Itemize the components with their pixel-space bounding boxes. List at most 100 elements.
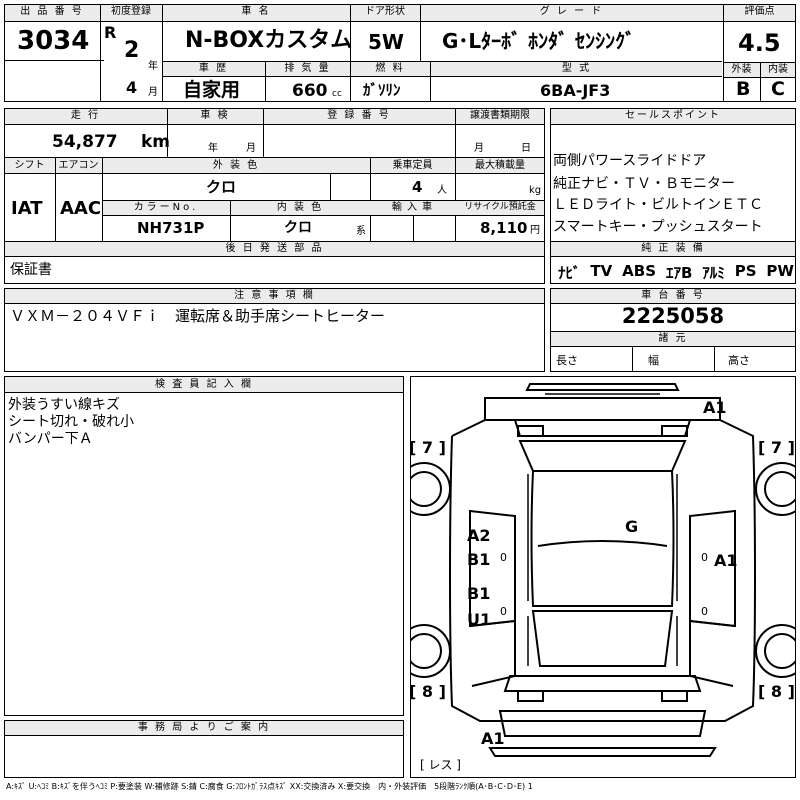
equipment-item: PW — [766, 262, 794, 280]
inspector-note: バンパー下Ａ — [8, 431, 93, 447]
equipment-item: TV — [590, 262, 613, 280]
wheel-rear-right — [755, 624, 796, 678]
door-handle-mark: 0 — [701, 551, 708, 564]
mileage: 54,877 — [52, 132, 118, 152]
displacement-unit: cc — [332, 89, 342, 99]
chassis-number: 2225058 — [621, 304, 725, 328]
score-label: 評価点 — [744, 6, 775, 17]
lot-label: 出 品 番 号 — [20, 6, 84, 17]
exterior-grade: B — [736, 78, 751, 100]
reg-month: 4 — [126, 78, 138, 97]
reg-year: 2 — [124, 38, 140, 63]
chassis-block — [550, 288, 796, 372]
recycle-amount: 8,110 — [480, 219, 528, 237]
chassis-label: 車 台 番 号 — [641, 290, 705, 301]
notes-text: ＶＸＭ－２０４ＶＦｉ 運転席＆助手席シートヒーター — [10, 307, 386, 325]
history: 自家用 — [183, 79, 241, 101]
exterior-label: 外装 — [731, 64, 752, 75]
inspection-year: 年 — [208, 143, 218, 154]
rear-damage-label: A1 — [481, 729, 505, 748]
sales-line: 両側パワースライドドア — [553, 153, 707, 169]
history-label: 車 歴 — [198, 63, 229, 74]
reg-no-label: 登 録 番 号 — [327, 110, 391, 121]
left-front-door-b1: B1 — [467, 550, 491, 569]
car-diagram-block — [410, 376, 796, 778]
int-color-label: 内 装 色 — [276, 202, 324, 213]
equipment-label: 純 正 装 備 — [641, 243, 705, 254]
height-label: 高さ — [728, 354, 750, 367]
equipment-item: ﾅﾋﾞ — [558, 264, 581, 282]
wheel-front-left — [410, 462, 451, 516]
details-block — [4, 108, 545, 284]
model-label: 型 式 — [561, 63, 592, 74]
wheel-rear-left — [410, 624, 451, 678]
car-diagram — [410, 383, 796, 757]
car-name-label: 車 名 — [241, 6, 271, 17]
max-load-label: 最大積載量 — [475, 160, 525, 171]
left-front-tire-label: [ 7 ] — [409, 438, 446, 457]
equipment-item: ABS — [622, 262, 657, 280]
right-rear-tire-label: [ 8 ] — [758, 682, 795, 701]
notes-label: 注 意 事 項 欄 — [234, 290, 315, 301]
equipment-item: PS — [734, 262, 757, 280]
sales-line: 純正ナビ・ＴＶ・Ｂモニター — [553, 176, 735, 192]
width-label: 幅 — [648, 354, 659, 367]
left-front-door-a2: A2 — [467, 526, 491, 545]
door-type: 5W — [368, 30, 404, 54]
year-unit: 年 — [148, 61, 158, 72]
inspector-note: 外装うすい線キズ — [8, 397, 120, 413]
mileage-label: 走 行 — [70, 110, 101, 121]
sales-point-block — [550, 108, 796, 284]
color-no: NH731P — [137, 219, 205, 237]
later-parts-label: 後 日 発 送 部 品 — [225, 243, 324, 254]
door-handle-mark: 0 — [500, 551, 507, 564]
int-color: クロ — [284, 220, 312, 236]
sales-point-label: セールスポイント — [625, 110, 721, 121]
ext-color-label: 外 装 色 — [212, 160, 260, 171]
displacement-label: 排 気 量 — [284, 63, 331, 74]
equipment-item: ｱﾙﾐ — [702, 264, 725, 282]
fuel: ｶﾞｿﾘﾝ — [363, 81, 401, 99]
capacity-label: 乗車定員 — [392, 160, 433, 171]
grade-label: グ レ ー ド — [539, 6, 604, 17]
left-rear-door-b1: B1 — [467, 584, 491, 603]
right-door-a1: A1 — [714, 551, 738, 570]
front-bumper-shape — [525, 383, 680, 391]
fuel-label: 燃 料 — [375, 63, 405, 74]
inspector-label: 検 査 員 記 入 欄 — [155, 379, 253, 390]
spare-tire-label: [ レス ] — [420, 758, 461, 772]
equipment-item: ｴｱB — [665, 264, 693, 282]
sales-line: ＬＥＤライト・ビルトインＥＴＣ — [553, 197, 763, 213]
specs-label: 諸 元 — [658, 333, 688, 344]
left-rear-tire-label: [ 8 ] — [409, 682, 446, 701]
capacity-unit: 人 — [437, 185, 447, 196]
header-label-row — [5, 5, 795, 21]
max-load-unit: kg — [529, 185, 542, 196]
length-label: 長さ — [556, 354, 578, 367]
door-label: ドア形状 — [365, 6, 405, 17]
lot-number: 3034 — [17, 26, 90, 56]
car-name: N-BOXカスタム — [185, 28, 353, 53]
first-reg-label: 初度登録 — [111, 6, 151, 17]
score: 4.5 — [738, 29, 781, 57]
equipment-list: ﾅﾋﾞ TV ABS ｴｱB ｱﾙﾐ PS PW — [558, 262, 794, 283]
capacity: 4 — [412, 178, 423, 196]
shift: IAT — [11, 198, 43, 219]
int-color-unit: 系 — [356, 226, 366, 237]
grade: G･Lﾀｰﾎﾞ ﾎﾝﾀﾞ ｾﾝｼﾝｸﾞ — [442, 29, 636, 53]
inspection-month: 月 — [246, 143, 256, 154]
transfer-month: 月 — [474, 143, 484, 154]
glass-damage-label: G — [625, 517, 639, 536]
ac: AAC — [60, 198, 102, 219]
inspector-note: シート切れ・破れ小 — [8, 414, 134, 430]
front-damage-label: A1 — [703, 398, 727, 417]
transfer-day: 日 — [521, 143, 531, 154]
inspector-block — [4, 376, 404, 716]
interior-label: 内装 — [768, 64, 788, 75]
door-handle-mark: 0 — [500, 605, 507, 618]
later-parts: 保証書 — [10, 262, 52, 278]
transfer-label: 譲渡書類期限 — [470, 110, 530, 121]
notes-block — [4, 288, 545, 372]
shift-label: シフト — [14, 160, 45, 171]
office-label: 事 務 局 よ り ご 案 内 — [137, 722, 271, 733]
